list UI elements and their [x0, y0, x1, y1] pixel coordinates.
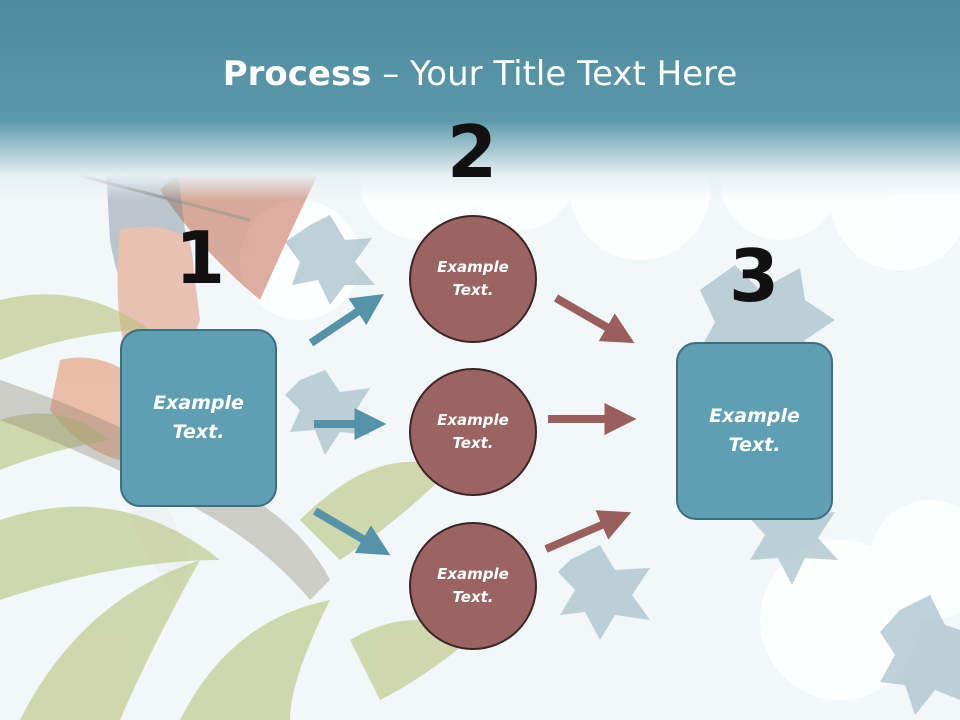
- title-bold: Process: [222, 54, 372, 94]
- title-band: [0, 0, 960, 200]
- step1-box-label: Example Text.: [153, 392, 244, 443]
- slide-title: Process – Your Title Text Here: [0, 52, 960, 96]
- arrow-from-top-circle: [554, 294, 635, 344]
- step-number-2: 2: [446, 110, 498, 194]
- arrow-to-bottom-circle: [312, 507, 391, 556]
- step2-circle-middle[interactable]: Example Text.: [409, 368, 537, 496]
- title-rest: – Your Title Text Here: [371, 54, 738, 94]
- circle-label: Example Text.: [437, 411, 509, 452]
- step-number-1: 1: [174, 216, 226, 300]
- step3-box[interactable]: Example Text.: [676, 342, 833, 520]
- step1-box[interactable]: Example Text.: [120, 329, 277, 507]
- step3-box-label: Example Text.: [709, 405, 800, 456]
- arrow-to-top-circle: [308, 293, 384, 347]
- circle-label: Example Text.: [437, 565, 509, 606]
- circle-label: Example Text.: [437, 258, 509, 299]
- arrow-from-bottom-circle: [544, 510, 632, 553]
- step2-circle-top[interactable]: Example Text.: [409, 215, 537, 343]
- step2-circle-bottom[interactable]: Example Text.: [409, 522, 537, 650]
- step-number-3: 3: [728, 234, 780, 318]
